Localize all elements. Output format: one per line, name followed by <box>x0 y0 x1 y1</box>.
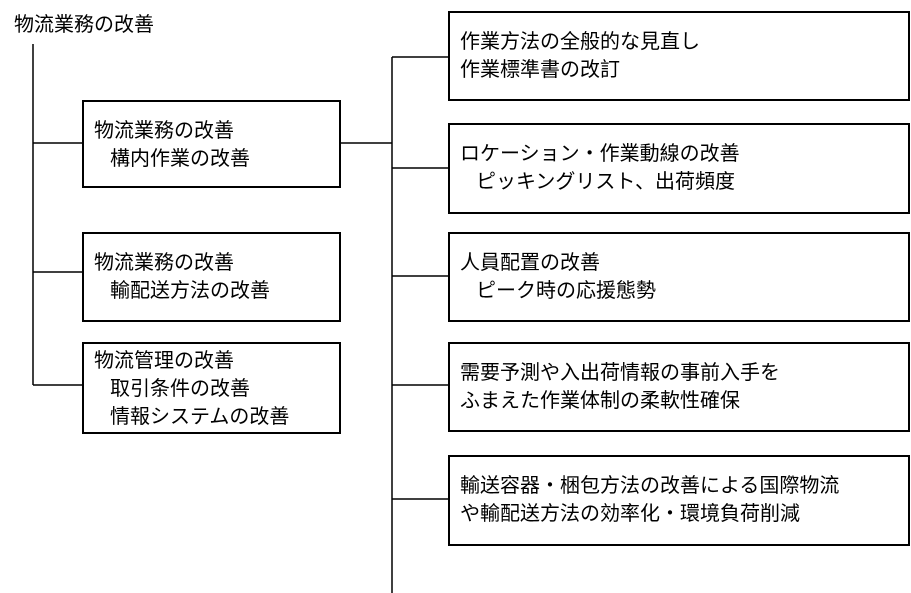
right-box-3: 人員配置の改善 ピーク時の応援態勢 <box>448 232 910 322</box>
right-box-4-line-1: 需要予測や入出荷情報の事前入手を <box>460 360 780 384</box>
left-box-2-item: 輸配送方法の改善 <box>110 278 270 302</box>
right-box-5-line-2: や輸配送方法の効率化・環境負荷削減 <box>460 501 800 525</box>
left-box-3: 物流管理の改善 取引条件の改善 情報システムの改善 <box>82 342 341 434</box>
left-box-2-heading: 物流業務の改善 <box>94 250 234 274</box>
right-box-1-line-1: 作業方法の全般的な見直し <box>460 29 700 53</box>
left-box-1: 物流業務の改善 構内作業の改善 <box>82 100 341 188</box>
left-box-1-heading: 物流業務の改善 <box>94 118 234 142</box>
right-box-3-line-1: 人員配置の改善 <box>460 250 600 274</box>
right-box-2-line-1: ロケーション・作業動線の改善 <box>460 141 740 165</box>
left-box-1-item: 構内作業の改善 <box>110 146 250 170</box>
right-box-1-line-2: 作業標準書の改訂 <box>460 57 620 81</box>
right-box-2-line-2: ピッキングリスト、出荷頻度 <box>476 169 735 193</box>
left-box-3-item-2: 情報システムの改善 <box>110 404 290 428</box>
left-box-2: 物流業務の改善 輸配送方法の改善 <box>82 232 341 322</box>
right-box-4-line-2: ふまえた作業体制の柔軟性確保 <box>460 388 740 412</box>
right-box-3-line-2: ピーク時の応援態勢 <box>476 278 656 302</box>
right-box-1: 作業方法の全般的な見直し 作業標準書の改訂 <box>448 11 910 101</box>
right-box-5-line-1: 輸送容器・梱包方法の改善による国際物流 <box>460 473 840 497</box>
right-box-5: 輸送容器・梱包方法の改善による国際物流 や輸配送方法の効率化・環境負荷削減 <box>448 455 910 546</box>
right-box-4: 需要予測や入出荷情報の事前入手を ふまえた作業体制の柔軟性確保 <box>448 342 910 432</box>
left-box-3-heading: 物流管理の改善 <box>94 348 234 372</box>
right-box-2: ロケーション・作業動線の改善 ピッキングリスト、出荷頻度 <box>448 123 910 214</box>
root-title: 物流業務の改善 <box>14 12 154 36</box>
left-box-3-item-1: 取引条件の改善 <box>110 376 250 400</box>
